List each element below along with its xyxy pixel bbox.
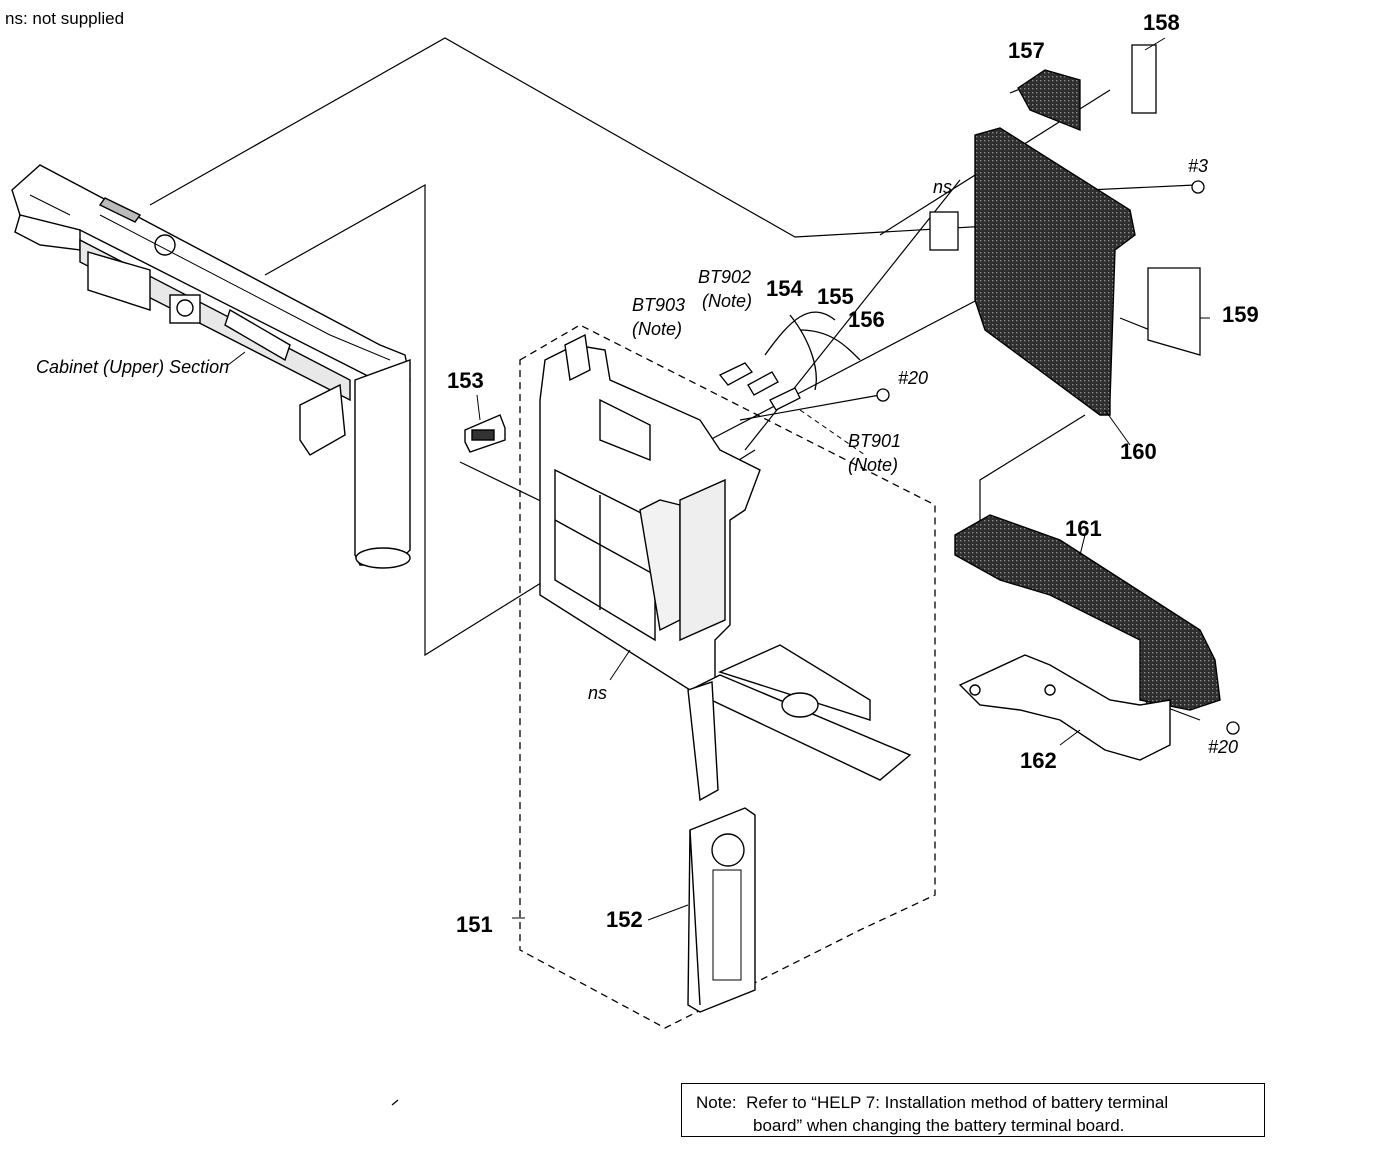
label-bt903: BT903 — [632, 295, 686, 315]
note-text-line-1: Refer to “HELP 7: Installation method of… — [746, 1093, 1169, 1112]
label-bt902: BT902 — [698, 267, 752, 287]
part-number-157: 157 — [1008, 38, 1045, 63]
label-screw-20-upper: #20 — [898, 368, 929, 388]
label-bt901-note: (Note) — [848, 455, 899, 475]
part-number-151: 151 — [456, 912, 493, 937]
part-161-shape — [954, 514, 1221, 711]
part-number-160: 160 — [1120, 439, 1157, 464]
label-screw-3: #3 — [1188, 156, 1209, 176]
part-number-152: 152 — [606, 907, 643, 932]
part-162-shape — [958, 654, 1171, 761]
label-ns-sheet: ns — [933, 177, 953, 197]
part-number-154: 154 — [766, 276, 803, 301]
label-bt901: BT901 — [848, 431, 902, 451]
label-ns-case: ns — [588, 683, 608, 703]
part-153-shape — [464, 414, 506, 453]
label-bt903-note: (Note) — [632, 319, 683, 339]
part-160-shape — [974, 127, 1136, 416]
label-screw-20-lower: #20 — [1208, 737, 1239, 757]
label-bt902-note: (Note) — [702, 291, 753, 311]
note-text-line-2: board” when changing the battery termina… — [753, 1116, 1125, 1135]
part-number-162: 162 — [1020, 748, 1057, 773]
part-152-shape — [687, 807, 756, 1013]
note-line-1: Note: Refer to “HELP 7: Installation met… — [696, 1093, 1168, 1113]
battery-terminals-shape — [718, 311, 861, 411]
sheets-shape — [929, 44, 1201, 356]
part-number-158: 158 — [1143, 10, 1180, 35]
part-number-155: 155 — [817, 284, 854, 309]
label-cabinet-upper-section: Cabinet (Upper) Section — [36, 357, 230, 377]
part-number-159: 159 — [1222, 302, 1259, 327]
assembly-151-outline — [519, 324, 936, 1029]
legend-text: ns: not supplied — [5, 9, 125, 28]
part-number-161: 161 — [1065, 516, 1102, 541]
part-number-153: 153 — [447, 368, 484, 393]
part-151-shape — [539, 333, 912, 802]
part-number-156: 156 — [848, 307, 885, 332]
note-label: Note: — [696, 1093, 737, 1112]
note-box: Note: Refer to “HELP 7: Installation met… — [681, 1083, 1265, 1137]
screws-shape — [876, 180, 1240, 735]
cabinet-upper-section-shape — [11, 164, 411, 569]
